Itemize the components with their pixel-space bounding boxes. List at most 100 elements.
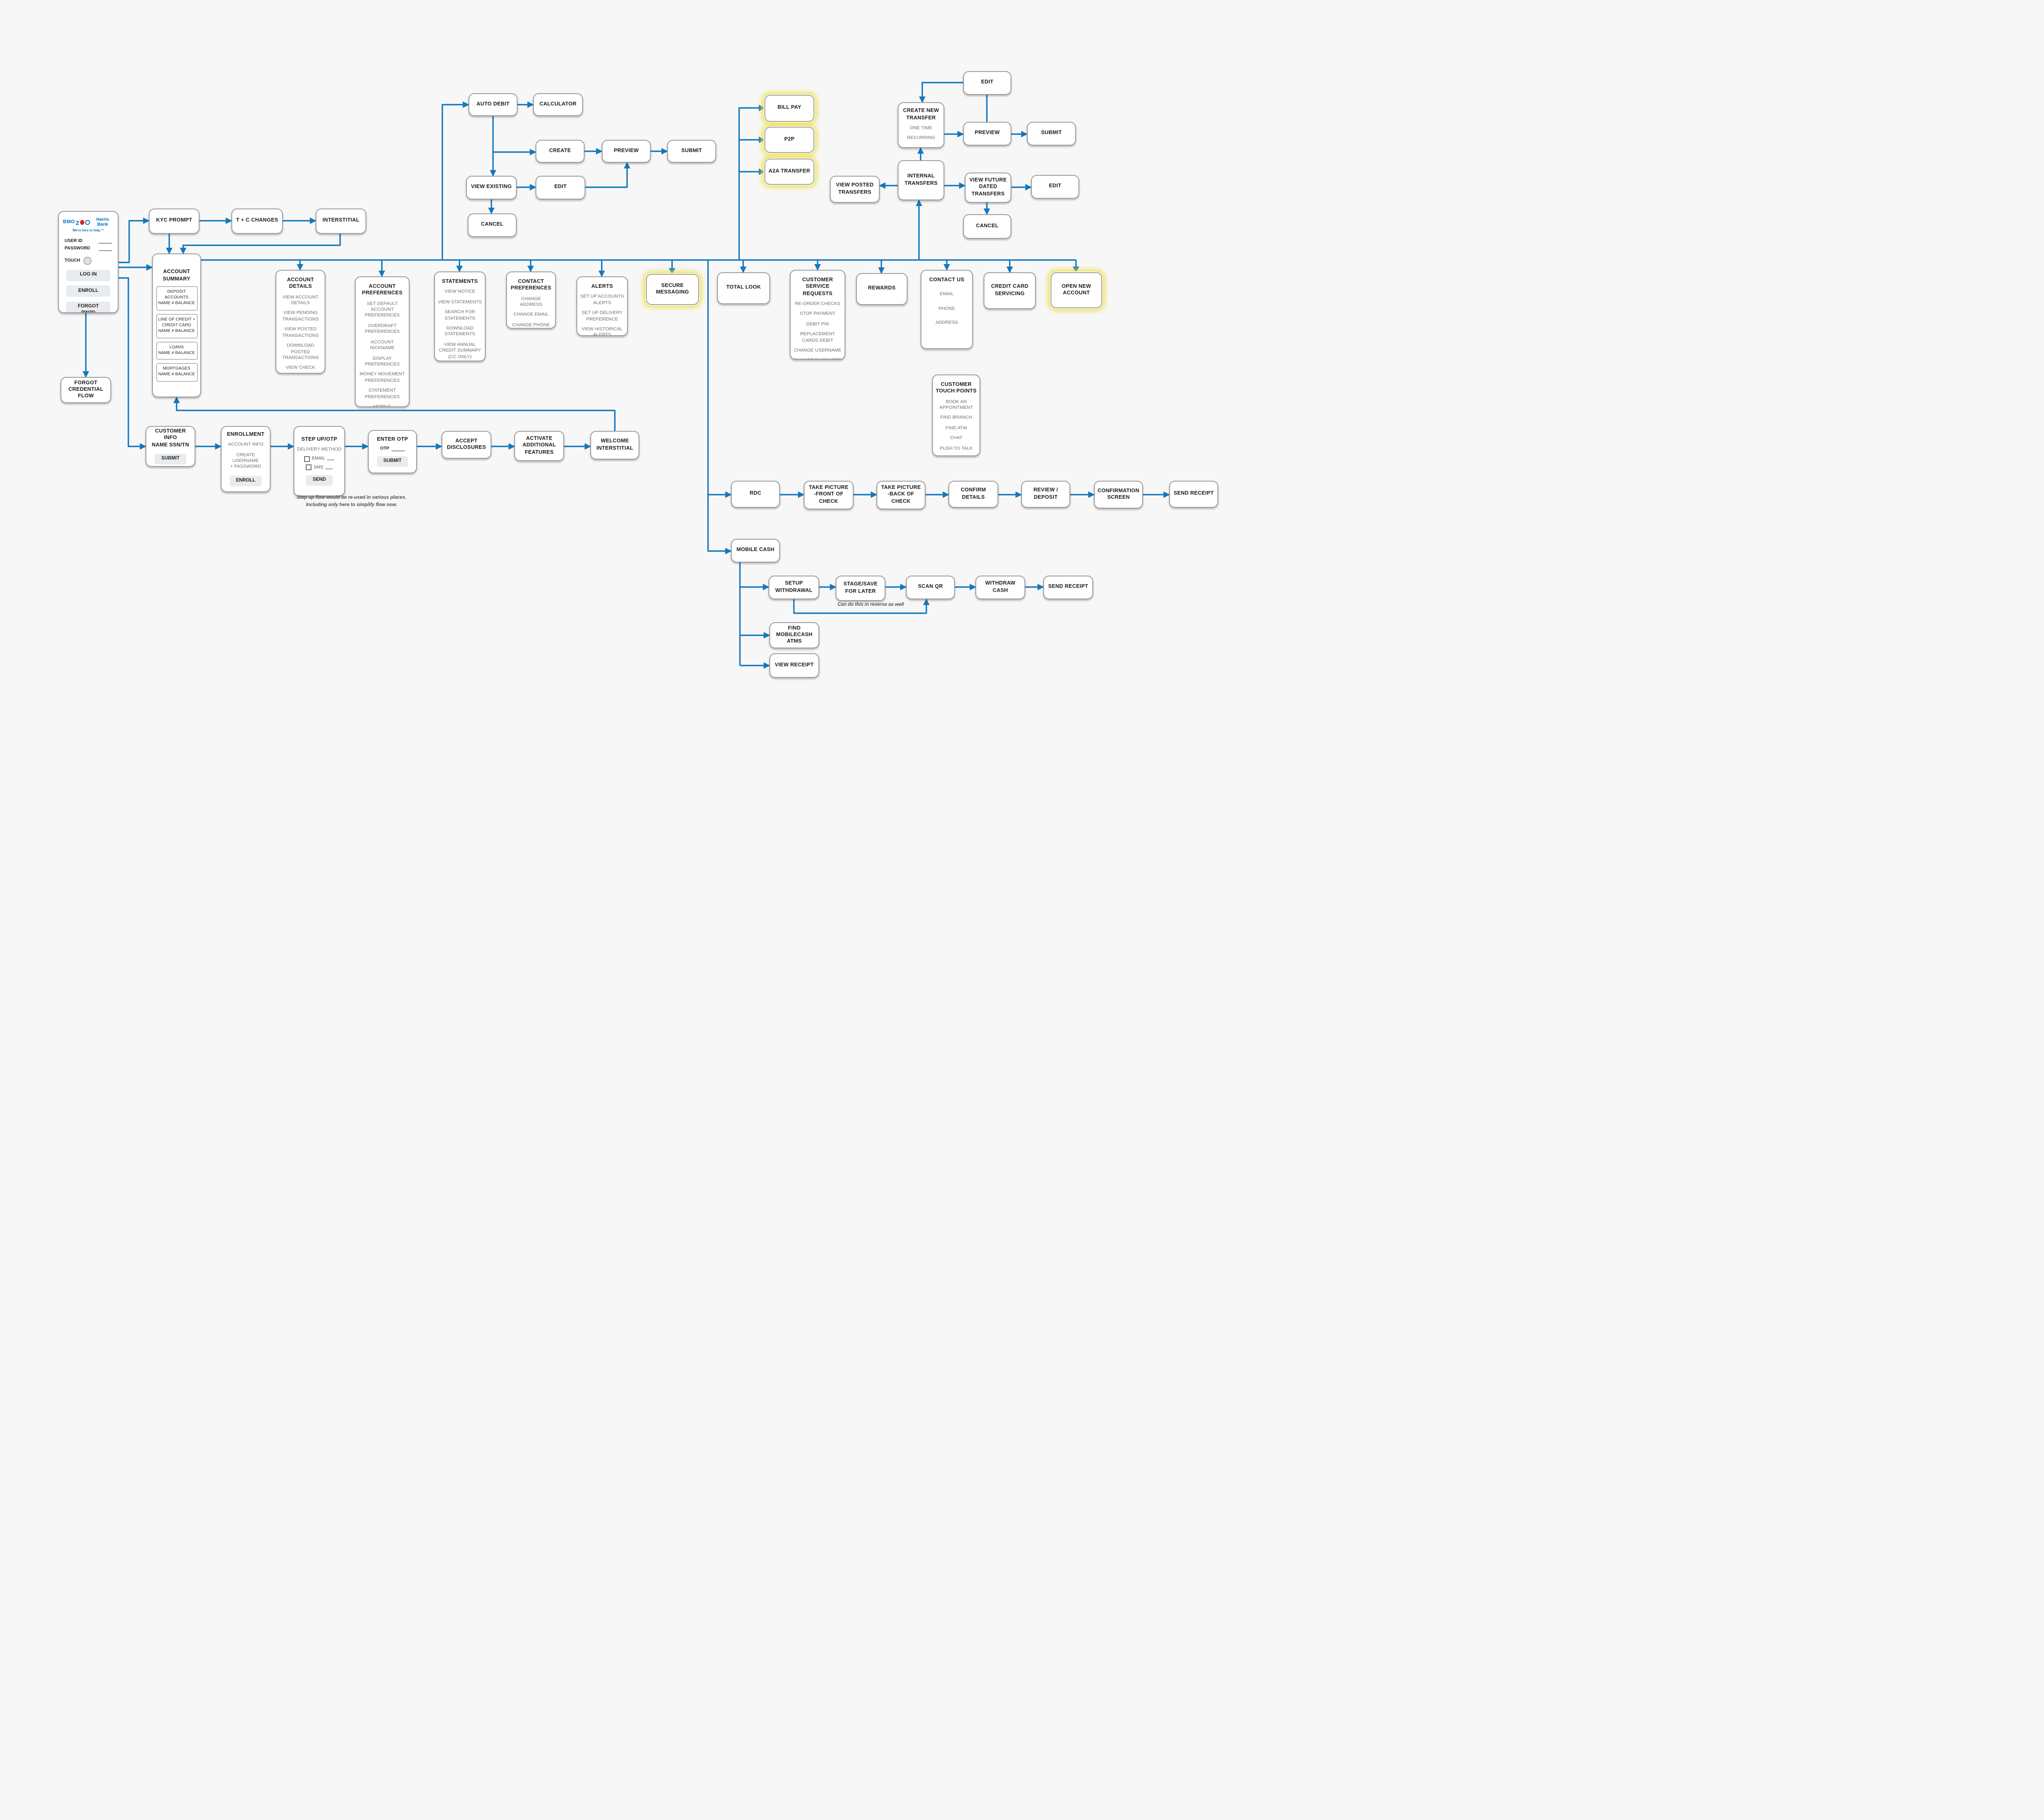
contact-us-item-0: EMAIL (939, 292, 954, 297)
mobile-cash-node[interactable]: MOBILE CASH (731, 539, 780, 563)
input-line (327, 457, 335, 461)
view-posted-transfers-node[interactable]: VIEW POSTED TRANSFERS (830, 176, 880, 203)
credit-card-servicing-node[interactable]: CREDIT CARD SERVICING (984, 272, 1036, 309)
view-existing-title: VIEW EXISTING (471, 184, 512, 190)
flow-connector (793, 598, 930, 614)
cancel-future-dated-node[interactable]: CANCEL (963, 214, 1011, 239)
send-receipt-rdc-node[interactable]: SEND RECEIPT (1169, 481, 1218, 508)
auto-debit-title: AUTO DEBIT (476, 101, 510, 107)
input-line[interactable] (99, 239, 112, 243)
submit-auto-debit-title: SUBMIT (681, 148, 702, 154)
edit-future-dated-node[interactable]: EDIT (1031, 175, 1079, 199)
send-receipt-mobile-cash-node[interactable]: SEND RECEIPT (1043, 576, 1093, 599)
contact-preferences-item-0: CHANGE ADDRESS (520, 296, 542, 308)
customer-service-requests-item-5: CHANGE PASSWORD (793, 359, 841, 360)
touch-id-row[interactable]: TOUCH (65, 257, 112, 265)
view-receipt-node[interactable]: VIEW RECEIPT (769, 653, 819, 678)
account-details-item-3: DOWNLOAD POSTED TRANSACTIONS (282, 343, 319, 361)
customer-service-requests-title: CUSTOMER SERVICE REQUESTS (802, 277, 833, 297)
activate-additional-features-node[interactable]: ACTIVATE ADDITIONAL FEATURES (514, 431, 564, 461)
calculator-node[interactable]: CALCULATOR (533, 93, 583, 116)
forgot-credential-flow-node[interactable]: FORGOT CREDENTIAL FLOW (61, 377, 111, 403)
auto-debit-node[interactable]: AUTO DEBIT (468, 93, 518, 116)
log-in-button[interactable]: LOG IN (66, 269, 110, 281)
step-up-otp-sms-option[interactable]: SMS (306, 464, 333, 471)
cancel-auto-debit-node[interactable]: CANCEL (468, 213, 517, 237)
welcome-interstitial-node[interactable]: WELCOME INTERSTITIAL (590, 431, 639, 459)
rewards-node[interactable]: REWARDS (856, 273, 908, 305)
withdraw-cash-title: WITHDRAW CASH (985, 581, 1016, 593)
create-auto-debit-node[interactable]: CREATE (536, 140, 585, 163)
confirm-details-node[interactable]: CONFIRM DETAILS (948, 481, 998, 508)
take-picture-front-of-check-node[interactable]: TAKE PICTURE -FRONT OF CHECK (804, 481, 854, 509)
checkbox-icon[interactable] (306, 464, 312, 471)
enrollment-enroll-button[interactable]: ENROLL (229, 475, 262, 487)
step-up-otp-email-option[interactable]: EMAIL (304, 456, 335, 462)
submit-auto-debit-node[interactable]: SUBMIT (667, 140, 716, 163)
input-line[interactable] (392, 447, 405, 451)
edit-transfer-node[interactable]: EDIT (963, 71, 1011, 95)
confirmation-screen-node[interactable]: CONFIRMATION SCREEN (1094, 481, 1143, 509)
stage-save-for-later-node[interactable]: STAGE/SAVE FOR LATER (836, 576, 885, 601)
enter-otp-otp-field[interactable]: OTP (380, 446, 405, 451)
total-look-node[interactable]: TOTAL LOOK (717, 272, 770, 304)
kyc-prompt-node[interactable]: KYC PROMPT (149, 208, 199, 234)
alerts-item-1: SET UP DELIVERY PREFERENCE (582, 311, 623, 322)
account-preferences-item-2: ACCOUNT NICKNAME (370, 340, 395, 351)
account-summary-title: ACCOUNT SUMMARY (163, 269, 191, 282)
enter-otp-submit-button[interactable]: SUBMIT (377, 456, 408, 467)
welcome-interstitial-title: WELCOME INTERSTITIAL (596, 438, 634, 451)
preview-transfer-node[interactable]: PREVIEW (963, 122, 1011, 146)
scan-qr-node[interactable]: SCAN QR (906, 576, 955, 599)
find-mobilecash-atms-node[interactable]: FIND MOBILECASH ATMS (769, 622, 819, 648)
a2a-transfer-node[interactable]: A2A TRANSFER (764, 159, 814, 185)
user-id-field[interactable]: USER ID (65, 239, 112, 244)
setup-withdrawal-node[interactable]: SETUP WITHDRAWAL (769, 576, 819, 599)
preview-auto-debit-node[interactable]: PREVIEW (602, 140, 651, 163)
review-deposit-node[interactable]: REVIEW / DEPOSIT (1021, 481, 1070, 508)
password-field[interactable]: PASSWORD (65, 246, 112, 251)
interstitial-node[interactable]: INTERSTITIAL (316, 208, 366, 234)
accept-disclosures-node[interactable]: ACCEPT DISCLOSURES (442, 431, 491, 459)
account-preferences-title: ACCOUNT PREFERENCES (362, 284, 403, 296)
edit-auto-debit-node[interactable]: EDIT (536, 176, 585, 199)
rdc-node[interactable]: RDC (731, 481, 780, 508)
enroll-button[interactable]: ENROLL (66, 285, 110, 297)
t-c-changes-node[interactable]: T + C CHANGES (231, 208, 283, 234)
submit-transfer-node[interactable]: SUBMIT (1027, 122, 1076, 146)
view-future-dated-transfers-node[interactable]: VIEW FUTURE DATED TRANSFERS (965, 173, 1011, 203)
touch-id-icon[interactable] (83, 257, 92, 265)
forgot-pw-id-button[interactable]: FORGOT PW/ID (66, 301, 110, 312)
customer-service-requests-item-4: CHANGE USERNAME (793, 348, 842, 354)
open-new-account-node[interactable]: OPEN NEW ACCOUNT (1051, 272, 1102, 308)
input-line[interactable] (99, 247, 112, 251)
brand-bmo-text: BMO (63, 220, 75, 225)
customer-info-submit-button[interactable]: SUBMIT (155, 453, 186, 465)
bill-pay-node[interactable]: BILL PAY (764, 95, 814, 122)
take-picture-back-of-check-node[interactable]: TAKE PICTURE -BACK OF CHECK (876, 481, 926, 509)
secure-messaging-node[interactable]: SECURE MESSAGING (646, 274, 699, 305)
bmo-ring-icon (85, 220, 90, 225)
step-up-otp-send-button[interactable]: SEND (306, 475, 333, 486)
checkbox-icon[interactable] (304, 456, 310, 462)
view-existing-node[interactable]: VIEW EXISTING (466, 176, 517, 199)
p2p-node[interactable]: P2P (764, 127, 814, 153)
edges-layer (83, 82, 1170, 669)
withdraw-cash-node[interactable]: WITHDRAW CASH (975, 576, 1025, 599)
internal-transfers-node[interactable]: INTERNAL TRANSFERS (898, 160, 944, 200)
